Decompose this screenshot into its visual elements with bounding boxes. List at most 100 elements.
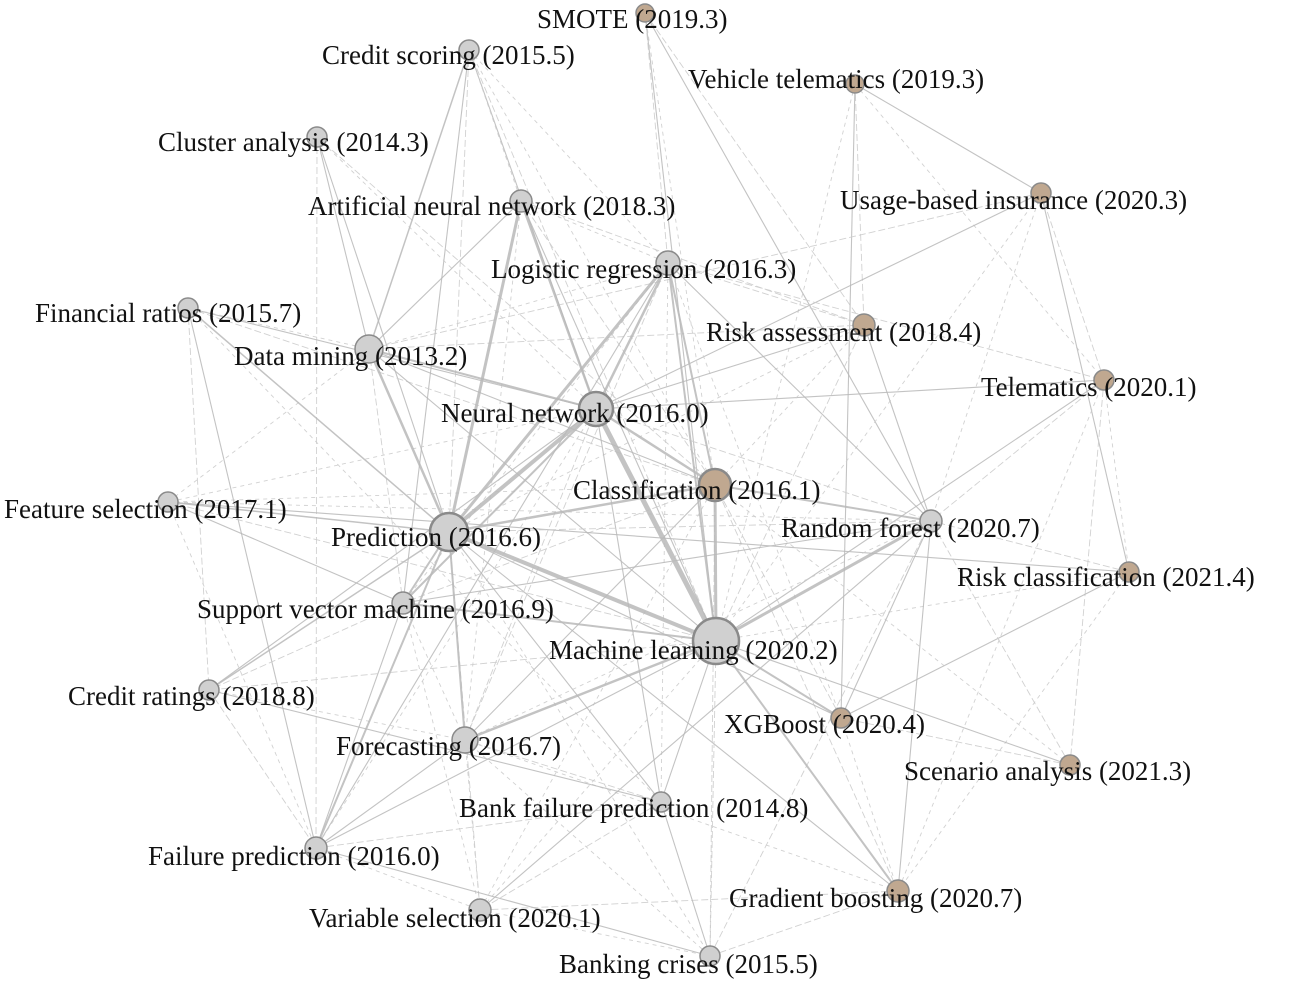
node-telematics	[1093, 369, 1115, 391]
node-label-xgboost: XGBoost (2020.4)	[724, 709, 925, 739]
edge-neural-network-data-mining	[368, 348, 597, 410]
edge-classification-logistic-regression	[667, 262, 716, 486]
edge-machine-learning-bank-failure-prediction	[660, 640, 717, 803]
edge-artificial-neural-network-risk-assessment	[520, 200, 865, 326]
edge-data-mining-support-vector-machine	[368, 348, 404, 604]
node-gradient-boosting	[886, 879, 910, 903]
edge-artificial-neural-network-logistic-regression	[520, 200, 669, 264]
node-financial-ratios	[177, 297, 199, 319]
edge-random-forest-banking-crises	[709, 520, 932, 957]
node-label-credit-ratings: Credit ratings (2018.8)	[68, 681, 315, 711]
node-random-forest	[919, 509, 943, 533]
edge-machine-learning-prediction	[448, 530, 717, 643]
edge-neural-network-forecasting	[464, 408, 597, 741]
edge-failure-prediction-variable-selection	[315, 847, 481, 911]
node-prediction	[428, 511, 470, 553]
edge-neural-network-support-vector-machine	[402, 408, 597, 604]
node-label-smote: SMOTE (2019.3)	[537, 4, 728, 34]
edge-prediction-credit-ratings	[208, 531, 450, 691]
edge-credit-scoring-classification	[468, 49, 716, 486]
edge-neural-network-failure-prediction	[315, 408, 597, 849]
edge-machine-learning-credit-ratings	[208, 640, 717, 691]
edges-layer	[167, 12, 1130, 957]
edge-logistic-regression-telematics	[667, 262, 1105, 381]
edge-machine-learning-banking-crises	[709, 640, 717, 957]
edge-risk-assessment-data-mining	[368, 324, 865, 350]
node-risk-assessment	[852, 313, 876, 337]
node-credit-scoring	[458, 39, 480, 61]
node-label-banking-crises: Banking crises (2015.5)	[559, 949, 818, 979]
edge-machine-learning-random-forest	[715, 519, 932, 643]
edge-credit-scoring-logistic-regression	[468, 49, 669, 264]
edge-smote-machine-learning	[644, 12, 717, 642]
edge-financial-ratios-classification	[187, 307, 716, 486]
edge-neural-network-artificial-neural-network	[519, 200, 598, 410]
node-label-risk-classification: Risk classification (2021.4)	[957, 562, 1255, 592]
edge-telematics-scenario-analysis	[1069, 379, 1105, 766]
edge-usage-based-insurance-neural-network	[595, 192, 1042, 410]
node-label-variable-selection: Variable selection (2020.1)	[309, 903, 601, 933]
edge-prediction-random-forest	[448, 520, 932, 533]
node-label-prediction: Prediction (2016.6)	[331, 522, 541, 552]
edge-forecasting-variable-selection	[464, 739, 481, 911]
edge-support-vector-machine-credit-ratings	[208, 602, 404, 691]
node-label-usage-based-insurance: Usage-based insurance (2020.3)	[840, 185, 1187, 215]
edge-logistic-regression-data-mining	[368, 262, 669, 350]
edge-usage-based-insurance-telematics	[1040, 192, 1105, 381]
edge-support-vector-machine-forecasting	[402, 602, 466, 741]
edge-risk-assessment-machine-learning	[715, 324, 865, 642]
edge-xgboost-prediction	[448, 531, 842, 719]
edge-artificial-neural-network-machine-learning	[520, 200, 717, 642]
edge-telematics-neural-network	[595, 379, 1105, 410]
node-logistic-regression	[655, 250, 681, 276]
node-label-gradient-boosting: Gradient boosting (2020.7)	[729, 883, 1022, 913]
node-label-financial-ratios: Financial ratios (2015.7)	[35, 298, 301, 328]
node-forecasting	[451, 726, 479, 754]
edge-forecasting-failure-prediction	[315, 739, 466, 849]
edge-credit-ratings-bank-failure-prediction	[208, 689, 662, 803]
edge-logistic-regression-random-forest	[667, 262, 932, 522]
edge-vehicle-telematics-telematics	[854, 83, 1105, 381]
edge-bank-failure-prediction-banking-crises	[660, 801, 711, 957]
edge-smote-logistic-regression	[644, 12, 669, 264]
node-feature-selection	[157, 491, 179, 513]
node-smote	[635, 3, 655, 23]
edge-feature-selection-failure-prediction	[167, 501, 317, 849]
edge-neural-network-feature-selection	[167, 408, 597, 503]
edge-gradient-boosting-xgboost	[840, 717, 899, 892]
node-label-logistic-regression: Logistic regression (2016.3)	[491, 254, 796, 284]
labels-layer: SMOTE (2019.3)Credit scoring (2015.5)Veh…	[4, 4, 1255, 979]
edge-financial-ratios-credit-ratings	[187, 307, 210, 691]
edge-prediction-bank-failure-prediction	[448, 531, 662, 803]
edge-financial-ratios-bank-failure-prediction	[187, 307, 662, 803]
node-label-random-forest: Random forest (2020.7)	[781, 513, 1040, 543]
node-label-cluster-analysis: Cluster analysis (2014.3)	[158, 127, 429, 157]
edge-classification-random-forest	[714, 484, 932, 522]
edge-prediction-financial-ratios	[187, 307, 450, 533]
node-label-feature-selection: Feature selection (2017.1)	[4, 494, 287, 524]
edge-feature-selection-machine-learning	[167, 501, 717, 642]
edge-random-forest-variable-selection	[479, 520, 932, 911]
edge-classification-variable-selection	[479, 484, 716, 911]
node-label-forecasting: Forecasting (2016.7)	[336, 731, 561, 761]
edge-telematics-gradient-boosting	[897, 379, 1105, 892]
edge-credit-scoring-prediction	[448, 49, 470, 533]
edge-financial-ratios-data-mining	[187, 307, 370, 350]
edge-usage-based-insurance-data-mining	[368, 192, 1042, 350]
edge-prediction-logistic-regression	[447, 262, 670, 533]
edge-classification-support-vector-machine	[402, 484, 716, 604]
edge-random-forest-support-vector-machine	[402, 520, 932, 604]
node-label-scenario-analysis: Scenario analysis (2021.3)	[904, 756, 1191, 786]
node-failure-prediction	[304, 836, 328, 860]
edge-gradient-boosting-classification	[714, 484, 899, 892]
node-support-vector-machine	[391, 591, 415, 615]
edge-scenario-analysis-random-forest	[930, 520, 1071, 766]
edge-scenario-analysis-xgboost	[840, 717, 1071, 766]
node-label-machine-learning: Machine learning (2020.2)	[549, 635, 838, 665]
edge-bank-failure-prediction-failure-prediction	[315, 801, 662, 849]
node-classification	[697, 467, 733, 503]
edge-data-mining-credit-scoring	[368, 49, 470, 350]
node-label-vehicle-telematics: Vehicle telematics (2019.3)	[688, 64, 984, 94]
edge-credit-scoring-machine-learning	[468, 49, 717, 642]
edge-machine-learning-failure-prediction	[315, 640, 717, 849]
